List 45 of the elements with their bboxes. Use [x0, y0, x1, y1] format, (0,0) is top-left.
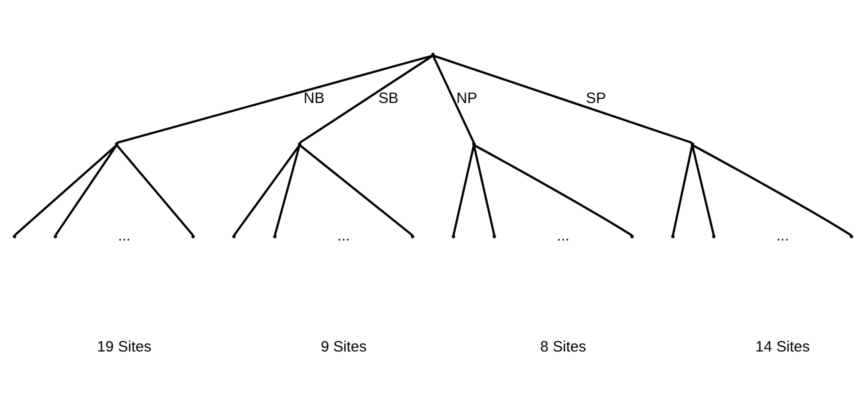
label: ...: [118, 228, 131, 245]
node-point: [191, 234, 195, 238]
node-point: [690, 142, 694, 146]
connector: [299, 54, 434, 144]
connector: [672, 145, 694, 236]
connector: [116, 144, 194, 236]
node-point: [273, 234, 277, 238]
connector: [54, 144, 118, 236]
node-point: [492, 234, 496, 238]
label: 14 Sites: [755, 338, 810, 356]
node-point: [850, 234, 854, 238]
edge-label: SB: [378, 90, 398, 108]
edge-label: SP: [586, 90, 606, 108]
node-point: [671, 234, 675, 238]
label: ...: [556, 228, 570, 245]
connector: [274, 144, 301, 236]
connector: [692, 144, 852, 236]
node-point: [452, 234, 456, 238]
label: ...: [776, 228, 789, 245]
node-point: [712, 234, 716, 238]
label: 8 Sites: [540, 338, 586, 356]
node-point: [431, 52, 435, 56]
node-point: [54, 234, 58, 238]
connector: [691, 145, 715, 236]
connector: [472, 145, 496, 236]
node-point: [410, 234, 414, 238]
label: 19 Sites: [97, 338, 152, 356]
connector: [452, 145, 475, 236]
node-point: [115, 142, 118, 146]
edge-label: NP: [456, 90, 478, 108]
connector: [299, 144, 413, 236]
connector: [14, 144, 118, 236]
connector: [432, 55, 475, 144]
connector: [233, 144, 300, 236]
label: ...: [337, 228, 350, 245]
node-point: [630, 234, 634, 238]
connector: [116, 54, 434, 144]
node-point: [472, 142, 476, 146]
node-point: [232, 234, 236, 238]
label: 9 Sites: [320, 338, 367, 356]
connector: [474, 144, 632, 236]
edge-label: NB: [304, 90, 325, 108]
node-point: [12, 234, 16, 238]
node-point: [298, 142, 302, 146]
connector: [433, 54, 692, 144]
